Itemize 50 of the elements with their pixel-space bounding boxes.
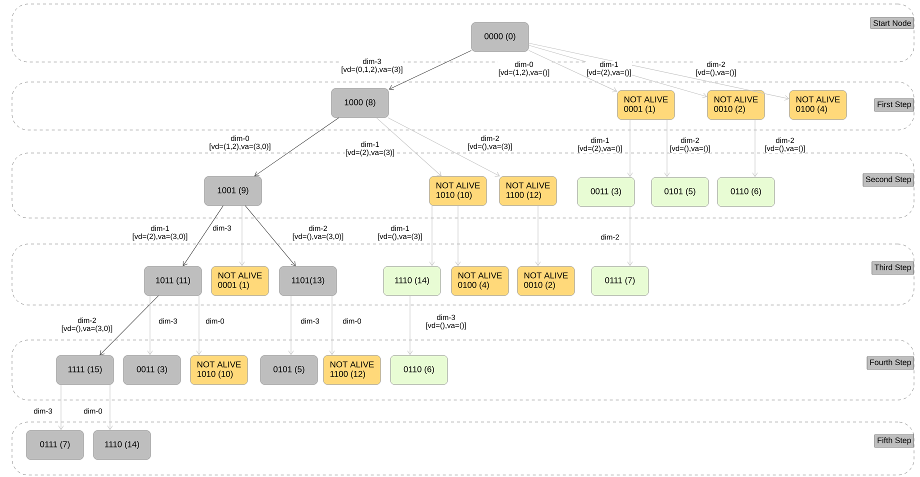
arrow — [239, 205, 245, 266]
state-box: 1110 (14) — [383, 266, 441, 296]
dead-state-box: NOT ALIVE 1010 (10) — [429, 176, 487, 206]
arrow — [329, 295, 335, 356]
arrow — [535, 205, 541, 266]
state-box: 1001 (9) — [204, 176, 262, 206]
dead-state-box: NOT ALIVE 0100 (4) — [451, 266, 509, 296]
arrow — [752, 119, 758, 178]
arrow — [664, 119, 670, 178]
state-box: 0011 (3) — [577, 177, 635, 207]
state-box: 0111 (7) — [26, 430, 84, 460]
state-box: 1111 (15) — [56, 355, 114, 385]
arrow — [528, 50, 618, 92]
state-box: 1000 (8) — [331, 88, 389, 118]
arrow — [376, 117, 442, 176]
state-box: 1011 (11) — [144, 266, 202, 296]
arrow — [196, 295, 202, 356]
state-box: 0110 (6) — [390, 355, 448, 385]
arrow — [254, 117, 340, 176]
state-box: 0111 (7) — [591, 266, 649, 296]
arrow — [58, 384, 64, 430]
state-box: 0011 (3) — [123, 355, 181, 385]
arrow — [107, 384, 113, 430]
state-box: 0000 (0) — [471, 22, 529, 52]
arrow — [388, 117, 500, 177]
arrow — [627, 206, 633, 266]
dead-state-box: NOT ALIVE 0100 (4) — [789, 90, 847, 120]
arrow — [429, 205, 435, 266]
dead-state-box: NOT ALIVE 0001 (1) — [211, 266, 269, 296]
state-box: 0101 (5) — [651, 177, 709, 207]
arrow — [244, 205, 296, 266]
arrow — [528, 42, 790, 101]
state-box: 1110 (14) — [93, 430, 151, 460]
arrow — [288, 295, 294, 356]
arrow — [455, 205, 461, 266]
arrow — [147, 295, 153, 356]
arrow — [100, 295, 159, 356]
dead-state-box: NOT ALIVE 1010 (10) — [190, 355, 248, 385]
state-box: 1101(13) — [279, 266, 337, 296]
arrow — [407, 295, 413, 356]
arrow — [182, 205, 224, 266]
dead-state-box: NOT ALIVE 1100 (12) — [323, 355, 381, 385]
state-box: 0110 (6) — [717, 177, 775, 207]
dead-state-box: NOT ALIVE 0001 (1) — [617, 90, 675, 120]
state-box: 0101 (5) — [260, 355, 318, 385]
arrow — [627, 119, 633, 178]
arrow — [388, 50, 472, 90]
dead-state-box: NOT ALIVE 0010 (2) — [707, 90, 765, 120]
dead-state-box: NOT ALIVE 1100 (12) — [499, 176, 557, 206]
dead-state-box: NOT ALIVE 0010 (2) — [517, 266, 575, 296]
